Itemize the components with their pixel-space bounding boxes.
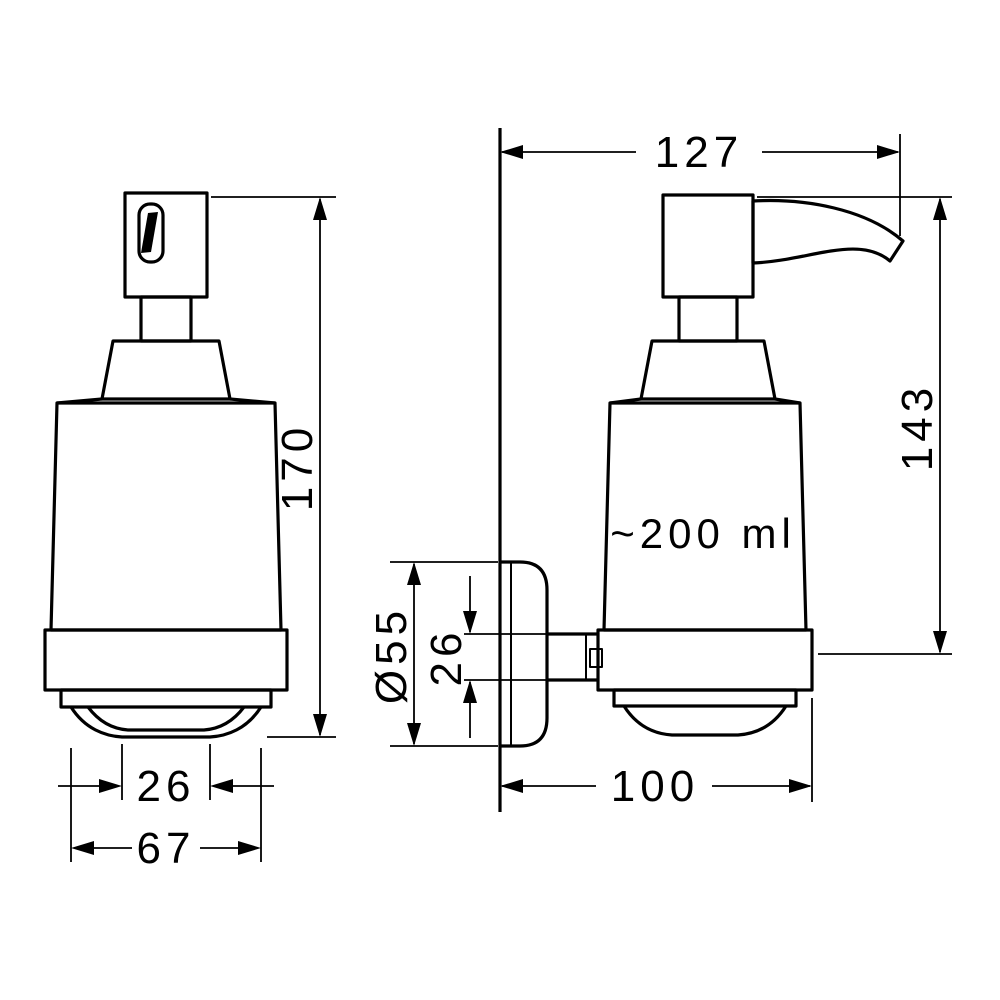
capacity-label: ~200 ml xyxy=(610,510,796,557)
arrow-right-icon xyxy=(789,779,812,793)
arrow-down-icon xyxy=(933,631,947,654)
pump-head-side xyxy=(661,193,755,299)
dim-front-body-label: 67 xyxy=(137,824,196,873)
wall-plate xyxy=(500,560,549,748)
dim-front-height: 170 xyxy=(211,196,336,738)
shoulder-line-left-side xyxy=(609,397,642,405)
glass-bottom-dome-front xyxy=(69,706,263,739)
arrow-up-icon xyxy=(933,197,947,220)
pump-actuator-mark xyxy=(141,212,158,253)
arrow-up-icon xyxy=(463,680,477,703)
holder-set-screw xyxy=(589,648,603,668)
arrow-down-icon xyxy=(407,723,421,746)
pump-head-front xyxy=(123,191,209,299)
arrow-up-icon xyxy=(313,197,327,220)
arrow-left-icon xyxy=(210,779,233,793)
dim-side-depth: 127 xyxy=(500,128,901,236)
shoulder-line-right xyxy=(229,397,276,405)
dim-front-height-label: 170 xyxy=(273,423,322,511)
glass-bottom-dome-side xyxy=(622,705,788,737)
dim-holder-width-label: 26 xyxy=(422,628,471,687)
pump-collar-side xyxy=(639,339,777,401)
arrow-left-icon xyxy=(500,145,523,159)
glass-body-front xyxy=(49,401,283,632)
dim-side-depth-label: 127 xyxy=(655,128,743,177)
dim-side-height-label: 143 xyxy=(893,383,942,471)
holder-ring-front xyxy=(43,628,289,692)
arrow-right-icon xyxy=(238,841,261,855)
dim-wall-front-label: 100 xyxy=(611,762,699,811)
dim-plate-diameter: Ø55 xyxy=(367,561,498,747)
arrow-right-icon xyxy=(877,145,900,159)
arrow-up-icon xyxy=(407,562,421,585)
holder-lip-front xyxy=(59,688,273,709)
arrow-down-icon xyxy=(463,611,477,634)
dim-wall-front: 100 xyxy=(500,698,813,811)
holder-lip-side xyxy=(612,688,798,708)
arrow-left-icon xyxy=(500,779,523,793)
glass-bottom-inner-front xyxy=(86,706,246,732)
arrow-down-icon xyxy=(313,714,327,737)
dim-plate-diameter-label: Ø55 xyxy=(367,606,416,704)
pump-neck-side xyxy=(677,295,739,343)
spout xyxy=(751,198,905,265)
dim-front-foot: 26 xyxy=(58,744,274,811)
pump-actuator-slot xyxy=(137,202,165,264)
dim-side-height: 143 xyxy=(757,196,952,655)
arrow-right-icon xyxy=(99,779,122,793)
pump-neck-front xyxy=(139,295,193,343)
dim-holder-width: 26 xyxy=(422,576,552,738)
dim-front-foot-label: 26 xyxy=(137,762,196,811)
shoulder-line-left xyxy=(56,397,103,405)
dim-front-body: 67 xyxy=(70,748,262,873)
arrow-left-icon xyxy=(71,841,94,855)
side-view: ~200 ml xyxy=(498,128,905,812)
front-view xyxy=(43,191,289,739)
holder-ring-side xyxy=(596,628,814,692)
shoulder-line-right-side xyxy=(774,397,801,405)
pump-collar-front xyxy=(100,339,232,401)
